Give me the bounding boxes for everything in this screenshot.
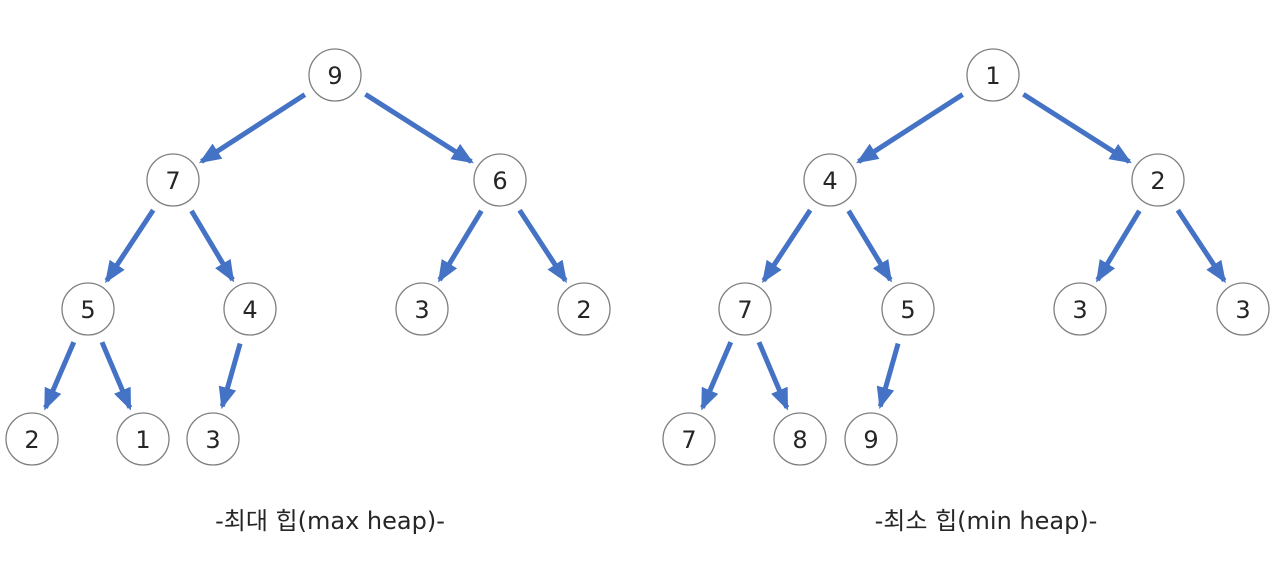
max-heap-node-value: 7 xyxy=(165,167,180,195)
max-heap-node-value: 2 xyxy=(576,296,591,324)
max-heap-arrow-3-7 xyxy=(43,341,77,411)
min-heap-node-value: 9 xyxy=(863,426,878,454)
min-heap-caption: -최소 힙(min heap)- xyxy=(875,507,1098,535)
min-heap-node-value: 5 xyxy=(900,296,915,324)
max-heap-node-value: 3 xyxy=(205,426,220,454)
min-heap-node-3: 7 xyxy=(718,282,772,336)
max-heap-arrow-2-5 xyxy=(437,209,484,283)
min-heap-arrow-0-2 xyxy=(1022,92,1132,164)
min-heap-node-6: 3 xyxy=(1216,282,1270,336)
max-heap-caption: -최대 힙(max heap)- xyxy=(215,507,445,535)
max-heap-node-8: 1 xyxy=(116,412,170,466)
max-heap-node-circle xyxy=(308,48,362,102)
max-heap-arrow-4-9 xyxy=(218,342,243,410)
max-heap-node-9: 3 xyxy=(186,412,240,466)
min-heap-node-circle xyxy=(1131,153,1185,207)
max-heap-node-value: 6 xyxy=(492,167,507,195)
max-heap-node-4: 4 xyxy=(223,282,277,336)
max-heap-node-1: 7 xyxy=(146,153,200,207)
max-heap-tree: 9 7 6 5 4 3 2 2 1 3 xyxy=(5,48,611,466)
max-heap-node-6: 2 xyxy=(557,282,611,336)
min-heap-arrow-0-1 xyxy=(856,92,965,164)
min-heap-node-9: 9 xyxy=(844,412,898,466)
max-heap-node-circle xyxy=(146,153,200,207)
min-heap-node-circle xyxy=(844,412,898,466)
min-heap-node-8: 8 xyxy=(773,412,827,466)
min-heap-node-2: 2 xyxy=(1131,153,1185,207)
min-heap-node-0: 1 xyxy=(966,48,1020,102)
max-heap-node-value: 4 xyxy=(242,296,257,324)
min-heap-arrow-3-7 xyxy=(700,341,734,411)
max-heap-node-value: 1 xyxy=(135,426,150,454)
min-heap-arrow-3-8 xyxy=(756,341,790,411)
min-heap-node-circle xyxy=(1053,282,1107,336)
min-heap-arrow-1-3 xyxy=(761,208,813,284)
min-heap-node-circle xyxy=(718,282,772,336)
max-heap-node-5: 3 xyxy=(395,282,449,336)
min-heap-arrow-2-6 xyxy=(1175,208,1227,284)
max-heap-node-circle xyxy=(186,412,240,466)
min-heap-node-circle xyxy=(1216,282,1270,336)
min-heap-node-7: 7 xyxy=(662,412,716,466)
min-heap-arrow-4-9 xyxy=(876,342,901,410)
min-heap-node-circle xyxy=(773,412,827,466)
max-heap-arrow-2-6 xyxy=(517,208,568,284)
min-heap-node-value: 7 xyxy=(681,426,696,454)
min-heap-node-1: 4 xyxy=(803,153,857,207)
max-heap-arrow-3-8 xyxy=(99,341,133,411)
max-heap-arrow-1-4 xyxy=(189,209,235,283)
max-heap-node-circle xyxy=(5,412,59,466)
max-heap-node-3: 5 xyxy=(61,282,115,336)
min-heap-node-value: 3 xyxy=(1235,296,1250,324)
max-heap-node-value: 3 xyxy=(414,296,429,324)
min-heap-tree: 1 4 2 7 5 3 3 7 8 9 xyxy=(662,48,1270,466)
max-heap-node-2: 6 xyxy=(473,153,527,207)
min-heap-node-5: 3 xyxy=(1053,282,1107,336)
min-heap-node-value: 4 xyxy=(822,167,837,195)
min-heap-arrow-2-5 xyxy=(1095,209,1142,283)
max-heap-node-circle xyxy=(223,282,277,336)
min-heap-node-4: 5 xyxy=(881,282,935,336)
max-heap-node-circle xyxy=(61,282,115,336)
min-heap-node-circle xyxy=(803,153,857,207)
min-heap-node-circle xyxy=(881,282,935,336)
max-heap-node-7: 2 xyxy=(5,412,59,466)
max-heap-node-circle xyxy=(395,282,449,336)
min-heap-node-value: 2 xyxy=(1150,167,1165,195)
max-heap-node-value: 5 xyxy=(80,296,95,324)
min-heap-node-value: 8 xyxy=(792,426,807,454)
min-heap-node-value: 7 xyxy=(737,296,752,324)
min-heap-node-circle xyxy=(662,412,716,466)
max-heap-arrow-1-3 xyxy=(104,208,156,284)
max-heap-node-value: 9 xyxy=(327,62,342,90)
max-heap-node-0: 9 xyxy=(308,48,362,102)
max-heap-node-circle xyxy=(116,412,170,466)
max-heap-arrow-0-1 xyxy=(198,92,307,164)
max-heap-node-value: 2 xyxy=(24,426,39,454)
min-heap-node-value: 3 xyxy=(1072,296,1087,324)
min-heap-node-value: 1 xyxy=(985,62,1000,90)
max-heap-node-circle xyxy=(557,282,611,336)
max-heap-node-circle xyxy=(473,153,527,207)
min-heap-arrow-1-4 xyxy=(846,209,893,283)
min-heap-node-circle xyxy=(966,48,1020,102)
max-heap-arrow-0-2 xyxy=(364,92,474,164)
